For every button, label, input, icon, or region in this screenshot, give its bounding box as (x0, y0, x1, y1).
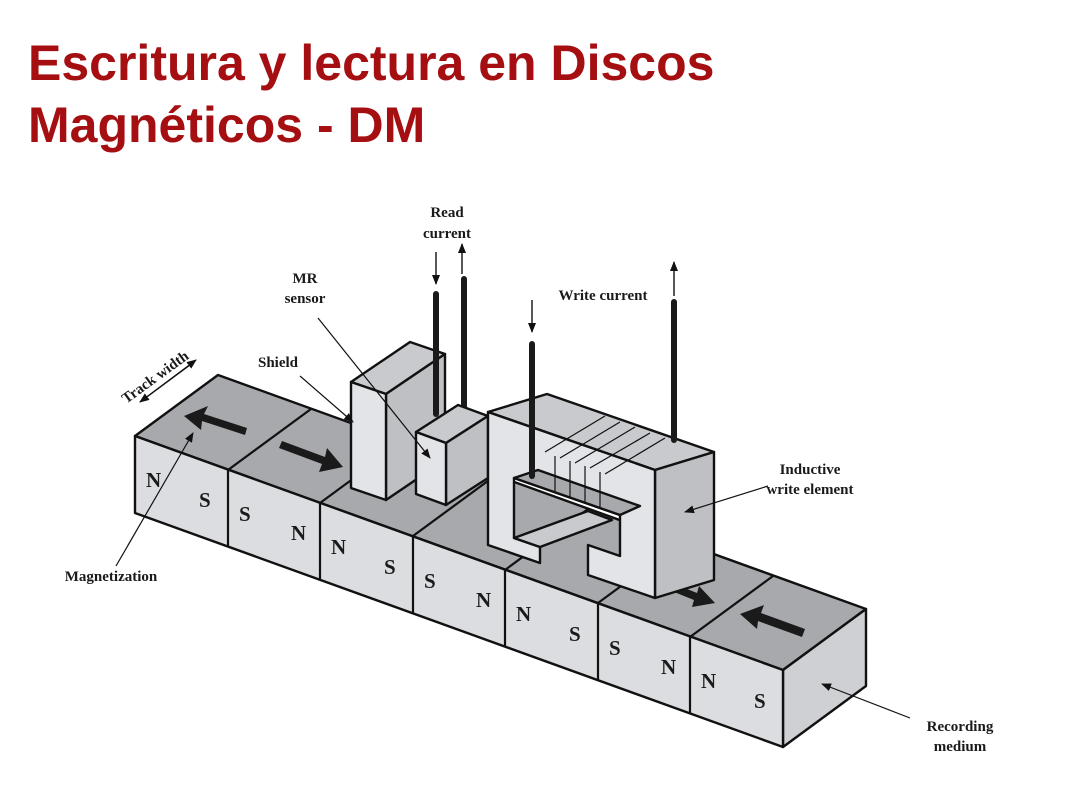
track-width-dimension (139, 359, 197, 403)
cell-1-right-pole: S (199, 488, 211, 512)
shield-leader (299, 375, 354, 423)
slide-title-line-2: Magnéticos - DM (28, 97, 426, 153)
inductive-label-1: Inductive (780, 462, 841, 478)
inductive-label-2: write element (766, 482, 853, 498)
cell-6-left-pole: S (609, 636, 621, 660)
pole-labels: N S S N N S S N N S S N N S (146, 468, 766, 713)
mr-sensor-label-2: sensor (285, 291, 326, 307)
track-width-label: Track width (119, 348, 192, 407)
coil-windings (544, 415, 666, 508)
recording-medium-leader (821, 683, 911, 719)
cell-4-left-pole: S (424, 569, 436, 593)
mr-sensor-leader (317, 317, 431, 459)
slide-title: Escritura y lectura en Discos Magnéticos… (28, 32, 1028, 156)
read-current-label-2: current (423, 226, 471, 242)
recording-medium-label-1: Recording (927, 719, 994, 735)
cell-2-right-pole: N (291, 521, 306, 545)
cell-5-left-pole: N (516, 602, 531, 626)
slide-title-line-1: Escritura y lectura en Discos (28, 35, 715, 91)
recording-medium-label-2: medium (934, 739, 987, 755)
cell-3-left-pole: N (331, 535, 346, 559)
cell-7-left-pole: N (701, 669, 716, 693)
cell-5-right-pole: S (569, 622, 581, 646)
inductive-leader (684, 485, 769, 514)
current-direction-arrows (432, 243, 678, 333)
magnetization-arrow-right-icon (279, 441, 343, 472)
cell-3-right-pole: S (384, 555, 396, 579)
write-current-wires (529, 299, 677, 479)
shield-label: Shield (258, 355, 299, 371)
cell-7-right-pole: S (754, 689, 766, 713)
cell-6-right-pole: N (661, 655, 676, 679)
magnetization-leader (115, 432, 194, 567)
leader-lines (115, 317, 911, 719)
magnetization-arrow-left-icon (184, 406, 247, 435)
medium-front-face (133, 434, 785, 749)
magnetization-label: Magnetization (65, 569, 158, 585)
mr-sensor-label-1: MR (293, 271, 318, 287)
cell-1-left-pole: N (146, 468, 161, 492)
cell-4-right-pole: N (476, 588, 491, 612)
magnetization-arrow-left-3-icon (740, 605, 805, 637)
read-current-label-1: Read (430, 205, 464, 221)
cell-2-left-pole: S (239, 502, 251, 526)
write-current-label: Write current (559, 288, 648, 304)
read-current-wires (433, 276, 467, 421)
